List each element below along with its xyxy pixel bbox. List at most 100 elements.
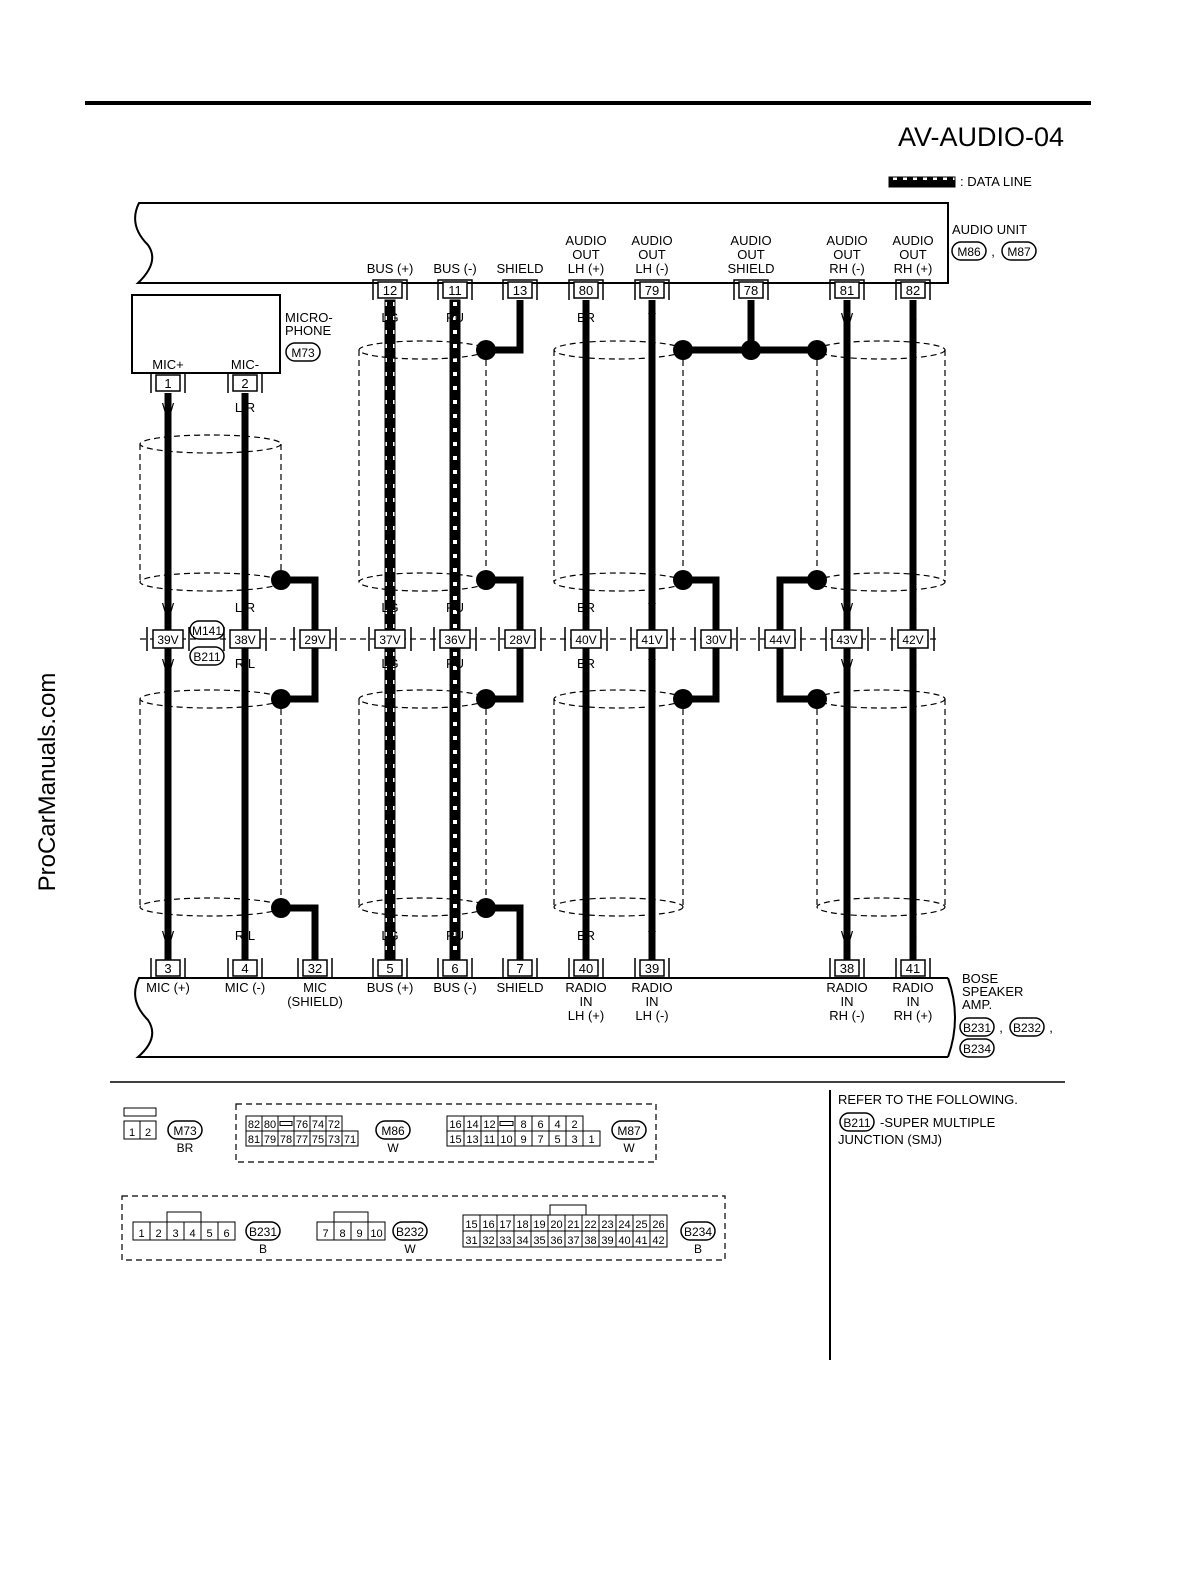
m86-r2-pin-75: 75	[312, 1134, 324, 1146]
bottom-label-2-1: (SHIELD)	[287, 994, 343, 1009]
upper-color-12: B	[909, 600, 918, 615]
shield-mic-upper-bottom	[139, 572, 282, 592]
b231-color: B	[259, 1242, 267, 1256]
lower-color-1: R/L	[235, 656, 255, 671]
joint-pin-38V: 38V	[234, 633, 255, 647]
m73-color: BR	[177, 1141, 194, 1155]
top-pin-11-box	[442, 281, 468, 299]
m87-r2-pin-15: 15	[449, 1134, 461, 1146]
joint-pin-30V-box	[700, 629, 732, 649]
m87-r2-pin-11: 11	[484, 1134, 495, 1146]
mic-pin-2-bracket	[227, 372, 263, 393]
m87-view-name: M87	[617, 1124, 641, 1138]
bottom-pin-4-bracket	[227, 958, 263, 979]
b231-pin-2: 2	[155, 1228, 161, 1240]
top-pin-12-box	[377, 281, 403, 299]
top-color-7: Y	[648, 310, 657, 325]
top-pin-78: 78	[744, 283, 758, 298]
lower-color-6: BR	[577, 656, 595, 671]
joint-pin-29V: 29V	[304, 633, 325, 647]
b234-r2-pin-41: 41	[635, 1235, 647, 1247]
m86-r2-pin-73: 73	[328, 1134, 340, 1146]
b232-pin-8: 8	[339, 1228, 345, 1240]
upper-color-4: PU	[446, 600, 464, 615]
b231-view-name: B231	[249, 1225, 277, 1239]
shield-rh-lower-top	[816, 689, 946, 709]
mic-pin-1: 1	[164, 376, 171, 391]
m87-r2-pin-7: 7	[537, 1134, 543, 1146]
b231-pin-5: 5	[206, 1228, 212, 1240]
bottom-pin-5: 5	[386, 961, 393, 976]
joint-pin-40V-bracket	[564, 627, 608, 651]
bottom-pin-32-box	[302, 959, 328, 977]
b234-r1-pin-20: 20	[550, 1219, 562, 1231]
bottom-pin-6-bracket	[437, 958, 473, 979]
top-pin-13-box	[507, 281, 533, 299]
b231-pin-4: 4	[189, 1228, 195, 1240]
bottom-pin-38: 38	[840, 961, 854, 976]
b234-tab	[549, 1204, 587, 1216]
bottom-pin-38-box	[834, 959, 860, 977]
mic-pin-2: 2	[241, 376, 248, 391]
m86-r1-pin-72: 72	[328, 1119, 340, 1131]
b234-r1-pin-23: 23	[601, 1219, 613, 1231]
bottom-pin-32-bracket	[297, 958, 333, 979]
shield-bus-lower-bottom	[358, 897, 487, 917]
top-label-6-2: LH (+)	[568, 261, 604, 276]
b231-view-name-oval	[245, 1221, 281, 1241]
bottom-pin-32: 32	[308, 961, 322, 976]
top-pin-80-bracket	[568, 279, 604, 300]
top-color-4: PU	[446, 310, 464, 325]
top-label-3-0: BUS (+)	[367, 261, 414, 276]
lower-color-7: Y	[648, 656, 657, 671]
audio-unit-connector-1: M86	[957, 245, 981, 259]
top-pin-82: 82	[906, 283, 920, 298]
b231-pin-1: 1	[138, 1228, 144, 1240]
upper-color-1: L/R	[235, 600, 255, 615]
joint-pin-37V-bracket	[368, 627, 412, 651]
b234-r2-pin-32: 32	[482, 1235, 494, 1247]
top-label-11-0: AUDIO	[826, 233, 867, 248]
top-label-6-1: OUT	[572, 247, 600, 262]
bottom-pin-41-box	[900, 959, 926, 977]
mic-label-0: MIC+	[152, 357, 183, 372]
joint-pin-44V-box	[764, 629, 796, 649]
top-pin-82-box	[900, 281, 926, 299]
drain-mic-upper	[281, 576, 319, 630]
top-label-12-0: AUDIO	[892, 233, 933, 248]
joint-pin-43V: 43V	[836, 633, 857, 647]
amp-connector-3: B234	[963, 1042, 991, 1056]
m86-r1-pin-82: 82	[248, 1119, 260, 1131]
microphone-connector: M73	[291, 346, 315, 360]
bottom-label-12-2: RH (+)	[894, 1008, 933, 1023]
joint-pin-42V-box	[897, 629, 929, 649]
upper-color-7: Y	[648, 600, 657, 615]
b234-r2-pin-38: 38	[584, 1235, 596, 1247]
shield-rh-upper-bottom	[816, 572, 946, 592]
top-pin-80-box	[573, 281, 599, 299]
b232-view-name: B232	[396, 1225, 424, 1239]
joint-pin-36V-box	[439, 629, 471, 649]
m87-r1-pin-16: 16	[449, 1119, 461, 1131]
shield-rh-upper-top	[816, 340, 946, 360]
top-label-9-2: SHIELD	[728, 261, 775, 276]
shield-lh-lower-top	[553, 689, 684, 709]
bottom-color-12: B	[909, 928, 918, 943]
b232-cell-3	[367, 1221, 386, 1241]
top-label-12-2: RH (+)	[894, 261, 933, 276]
bottom-pin-3: 3	[164, 961, 171, 976]
lower-color-3: LG	[381, 656, 398, 671]
microphone-label-1: MICRO-	[285, 310, 333, 325]
joint-pin-44V: 44V	[769, 633, 790, 647]
b234-r1-pin-24: 24	[618, 1219, 630, 1231]
top-pin-78-bracket	[733, 279, 769, 300]
b234-r2-cell-11	[649, 1230, 668, 1248]
joint-pin-29V-bracket	[293, 627, 337, 651]
top-color-12: B	[909, 310, 918, 325]
m73-pin-1: 1	[129, 1127, 135, 1139]
top-label-11-1: OUT	[833, 247, 861, 262]
joint-pin-36V-bracket	[433, 627, 477, 651]
top-pin-81-bracket	[829, 279, 865, 300]
shield-mic-upper-top	[139, 434, 282, 454]
wire-lower-3	[384, 647, 396, 961]
